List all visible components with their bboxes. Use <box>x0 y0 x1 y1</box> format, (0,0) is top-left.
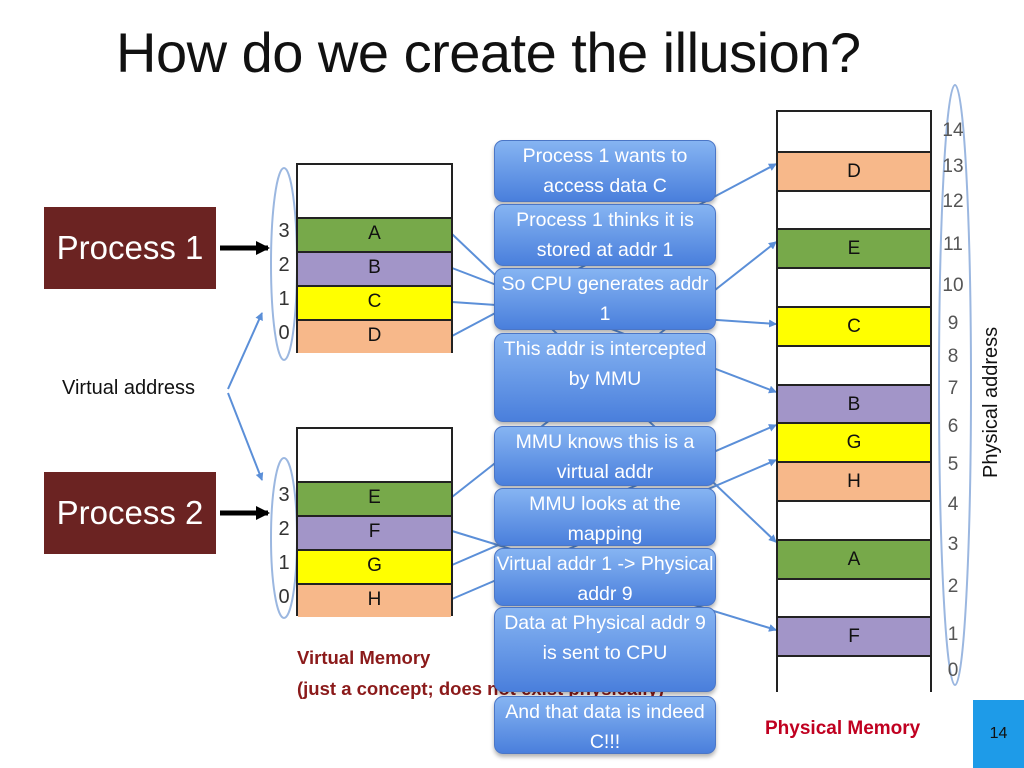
step-text: This addr is intercepted by MMU <box>503 338 707 390</box>
pm-cell-e: E <box>778 228 930 268</box>
step-box-7: Virtual addr 1 -> Physical addr 9 <box>494 548 716 606</box>
vm-blank-row <box>298 429 451 481</box>
step-box-9: And that data is indeed C!!! <box>494 696 716 754</box>
step-box-1: Process 1 wants to access data C <box>494 140 716 202</box>
vm-cell-e: E <box>298 481 451 515</box>
vaddr-number: 1 <box>278 288 290 310</box>
step-text: MMU knows this is a virtual addr <box>515 431 695 483</box>
step-box-8: Data at Physical addr 9 is sent to CPU <box>494 607 716 692</box>
vaddr-number: 3 <box>278 484 290 506</box>
vaddr-number: 0 <box>278 586 290 608</box>
virtual-address-label: Virtual address <box>62 377 196 399</box>
step-box-2: Process 1 thinks it is stored at addr 1 <box>494 204 716 266</box>
paddr-number: 10 <box>942 275 964 296</box>
paddr-number: 0 <box>947 660 959 681</box>
step-text: So CPU generates addr 1 <box>501 273 709 325</box>
pm-empty-cell <box>778 577 930 617</box>
vm-cell-h: H <box>298 583 451 617</box>
page-title: How do we create the illusion? <box>116 21 861 84</box>
process-2-label: Process 2 <box>56 494 204 531</box>
step-box-4: This addr is intercepted by MMU <box>494 333 716 422</box>
pm-cell-b: B <box>778 383 930 423</box>
step-box-5: MMU knows this is a virtual addr <box>494 426 716 486</box>
pm-cell-h: H <box>778 461 930 500</box>
paddr-number: 5 <box>947 454 959 475</box>
paddr-number: 14 <box>942 120 964 141</box>
paddr-number: 3 <box>947 534 959 555</box>
step-text: Process 1 thinks it is stored at addr 1 <box>516 209 694 261</box>
step-box-6: MMU looks at the mapping <box>494 488 716 546</box>
pm-empty-cell <box>778 500 930 539</box>
vm-blank-row <box>298 165 451 217</box>
paddr-number: 13 <box>942 156 964 177</box>
pm-empty-cell <box>778 267 930 306</box>
vm-cell-f: F <box>298 515 451 549</box>
vaddr-number: 2 <box>278 254 290 276</box>
virtual-memory-label: Virtual Memory <box>297 647 431 668</box>
pm-cell-c: C <box>778 306 930 345</box>
physical-memory-label: Physical Memory <box>765 718 921 739</box>
step-text: Virtual addr 1 -> Physical addr 9 <box>496 553 714 605</box>
vm-cell-a: A <box>298 217 451 251</box>
paddr-number: 6 <box>947 416 959 437</box>
pm-empty-cell <box>778 344 930 384</box>
vaddr-number: 2 <box>278 518 290 540</box>
virtual-address-arrow-up <box>227 312 263 390</box>
step-text: And that data is indeed C!!! <box>505 701 705 753</box>
pm-cell-d: D <box>778 150 930 190</box>
vaddr-number: 0 <box>278 322 290 344</box>
vm-cell-c: C <box>298 285 451 319</box>
pm-cell-a: A <box>778 538 930 578</box>
paddr-number: 7 <box>947 378 959 399</box>
paddr-number: 2 <box>947 576 959 597</box>
vaddr-number: 3 <box>278 220 290 242</box>
vaddr-number: 1 <box>278 552 290 574</box>
paddr-number: 8 <box>947 346 959 367</box>
vm-cell-g: G <box>298 549 451 583</box>
step-text: Data at Physical addr 9 is sent to CPU <box>504 612 706 664</box>
step-text: MMU looks at the mapping <box>529 493 681 545</box>
paddr-ellipse <box>938 84 972 686</box>
page-number: 14 <box>989 725 1008 742</box>
paddr-number: 1 <box>947 624 959 645</box>
paddr-number: 9 <box>947 313 959 334</box>
process-1-box: Process 1 <box>44 207 216 289</box>
step-text: Process 1 wants to access data C <box>522 145 688 197</box>
pm-cell-f: F <box>778 616 930 656</box>
vm-cell-b: B <box>298 251 451 285</box>
pm-empty-cell <box>778 189 930 229</box>
page-number-box: 14 <box>973 700 1024 768</box>
vm-cell-d: D <box>298 319 451 353</box>
pm-empty-cell <box>778 655 930 694</box>
process-2-box: Process 2 <box>44 472 216 554</box>
step-box-3: So CPU generates addr 1 <box>494 268 716 330</box>
physical-address-label: Physical address <box>980 326 1002 478</box>
process-1-label: Process 1 <box>56 229 204 266</box>
paddr-number: 12 <box>942 191 964 212</box>
pm-cell-g: G <box>778 422 930 462</box>
virtual-address-arrow-down <box>227 392 264 481</box>
paddr-number: 11 <box>943 234 963 255</box>
pm-empty-cell <box>778 112 930 151</box>
paddr-number: 4 <box>947 494 959 515</box>
